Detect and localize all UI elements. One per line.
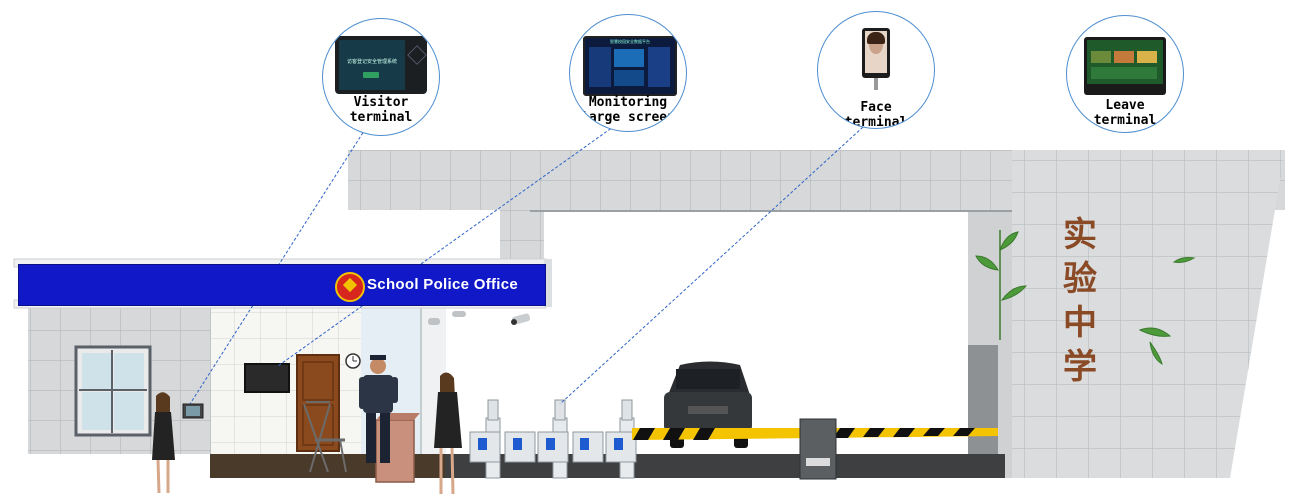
school-char: 中 <box>1063 303 1097 343</box>
face-terminal-image <box>862 28 890 78</box>
visitor-terminal-image: 访客登记安全管理系统 <box>335 36 427 94</box>
leave-terminal-image <box>1084 37 1166 95</box>
turnstile-gates <box>469 399 637 479</box>
vehicle-barrier <box>632 418 998 480</box>
police-sign: School Police Office <box>18 264 546 306</box>
school-char: 学 <box>1063 347 1097 387</box>
police-sign-text: School Police Office <box>367 276 519 293</box>
monitoring-screen-title: 智慧校园安全数据平台 <box>610 39 650 44</box>
car <box>664 361 752 448</box>
school-name: 实 验 中 学 <box>1055 213 1105 389</box>
bamboo-plant <box>975 230 1196 366</box>
visitor-woman-2 <box>434 372 462 495</box>
school-char: 验 <box>1063 259 1097 299</box>
security-guard <box>359 355 398 463</box>
security-camera <box>428 311 531 325</box>
leave-terminal-label: Leave terminal <box>1093 98 1157 128</box>
wall-monitor <box>244 363 290 393</box>
beam-support <box>500 210 544 262</box>
visitor-terminal-label: Visitor terminal <box>349 95 413 125</box>
visitor-woman-1 <box>152 392 175 494</box>
leave-terminal-bubble: Leave terminal <box>1066 15 1184 133</box>
face-terminal-label: Face terminal <box>844 100 908 129</box>
connector-lines <box>189 116 875 405</box>
visitor-terminal-bubble: 访客登记安全管理系统 Visitor terminal <box>322 18 440 136</box>
monitoring-screen-label: Monitoring large screen <box>581 95 675 125</box>
monitoring-screen-image: 智慧校园安全数据平台 <box>583 36 677 96</box>
visitor-screen-title: 访客登记安全管理系统 <box>346 59 397 65</box>
folding-chair <box>303 401 347 473</box>
right-pillar <box>1012 150 1285 478</box>
school-char: 实 <box>1063 215 1097 255</box>
police-emblem-icon <box>335 272 365 302</box>
face-terminal-bubble: Face terminal <box>817 11 935 129</box>
monitoring-screen-bubble: 智慧校园安全数据平台 Monitoring large screen <box>569 14 687 132</box>
